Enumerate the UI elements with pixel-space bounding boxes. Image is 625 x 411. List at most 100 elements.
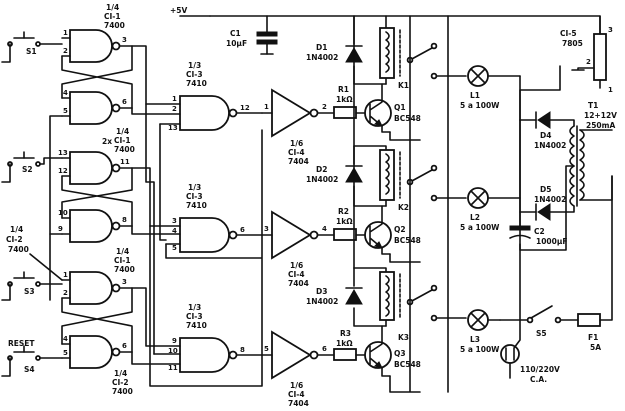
n2-frac: 1/3 bbox=[188, 183, 201, 192]
switch-s4: RESET S4 bbox=[1, 339, 63, 377]
supply-label: +5V bbox=[170, 6, 188, 15]
s4-label: S4 bbox=[24, 365, 35, 374]
k1-label: K1 bbox=[398, 81, 409, 90]
g3-pin-12: 12 bbox=[58, 167, 68, 175]
b2-pin-4: 4 bbox=[322, 225, 327, 233]
d4-value: 1N4002 bbox=[534, 141, 566, 150]
b1-part: 7404 bbox=[288, 157, 309, 166]
k2-label: K2 bbox=[398, 203, 409, 212]
q3-label: Q3 bbox=[394, 349, 406, 358]
ci5-part: 7805 bbox=[562, 39, 583, 48]
f1-value: 5A bbox=[590, 343, 601, 352]
driver-stage-2: R2 1kΩ Q2 BC548 D2 1N4002 K2 bbox=[306, 145, 467, 255]
g4-pin-8: 8 bbox=[122, 216, 127, 224]
n1-frac: 1/3 bbox=[188, 61, 201, 70]
d4-label: D4 bbox=[540, 131, 551, 140]
s3-label: S3 bbox=[24, 287, 35, 296]
lamp-l3: L3 5 a 100W bbox=[460, 309, 501, 354]
q1-value: BC548 bbox=[394, 114, 421, 123]
n2-part: 7410 bbox=[186, 201, 207, 210]
g5top-frac: 1/4 bbox=[116, 247, 129, 256]
q2-label: Q2 bbox=[394, 225, 406, 234]
n3-pin-9: 9 bbox=[172, 337, 177, 345]
b1-pin-2: 2 bbox=[322, 103, 327, 111]
l3-value: 5 a 100W bbox=[460, 345, 500, 354]
capacitor-c2: C2 1000μF bbox=[509, 119, 568, 246]
b1-pin-1: 1 bbox=[264, 103, 269, 111]
nand3-gate-1: 1 2 13 12 1/3 CI-3 7410 bbox=[131, 45, 263, 132]
d1-label: D1 bbox=[316, 43, 327, 52]
g3-ic: CI-1 bbox=[114, 136, 131, 145]
n3-ic: CI-3 bbox=[186, 312, 203, 321]
g3-part: 7400 bbox=[114, 145, 135, 154]
nand-gate-2: 4 5 6 bbox=[61, 89, 133, 125]
g5-part: 7400 bbox=[8, 245, 29, 254]
fuse-f1: F1 5A bbox=[560, 175, 613, 352]
transformer-center-tap bbox=[519, 165, 575, 251]
g4-pin-10: 10 bbox=[58, 209, 68, 217]
d2-value: 1N4002 bbox=[306, 175, 338, 184]
g1-part: 7400 bbox=[104, 21, 125, 30]
n2-pin-4: 4 bbox=[172, 227, 177, 235]
r1-value: 1kΩ bbox=[336, 95, 353, 104]
g5-pin-3: 3 bbox=[122, 278, 127, 286]
diode-d5: D5 1N4002 bbox=[519, 185, 575, 221]
nand-gate-6: 4 5 6 1/4 CI-2 7400 bbox=[61, 335, 133, 396]
b3-ic: CI-4 bbox=[288, 390, 305, 399]
g5-label-leader bbox=[29, 253, 63, 281]
n3-pin-8: 8 bbox=[240, 346, 245, 354]
c2-label: C2 bbox=[534, 227, 545, 236]
b2-ic: CI-4 bbox=[288, 270, 305, 279]
regulator-ci5: CI-5 7805 3 2 1 bbox=[560, 15, 613, 94]
lamp-l2: L2 5 a 100W bbox=[460, 187, 521, 232]
g1-pin-2: 2 bbox=[63, 47, 68, 55]
n1-ic: CI-3 bbox=[186, 70, 203, 79]
g5-pin-1: 1 bbox=[63, 271, 68, 279]
nand3-gate-3: 9 10 11 8 1/3 CI-3 7410 bbox=[131, 287, 263, 373]
d3-value: 1N4002 bbox=[306, 297, 338, 306]
g4-pin-9: 9 bbox=[58, 225, 63, 233]
g1-ic: CI-1 bbox=[104, 12, 121, 21]
switch-s1: S1 bbox=[1, 31, 63, 63]
n1-pin-1: 1 bbox=[172, 95, 177, 103]
g5-ic: CI-2 bbox=[6, 235, 23, 244]
l2-value: 5 a 100W bbox=[460, 223, 500, 232]
r1-label: R1 bbox=[338, 85, 349, 94]
g3-mult: 2x bbox=[102, 137, 112, 146]
lamp-l1: L1 5 a 100W bbox=[460, 65, 521, 110]
buffer-2: 3 4 1/6 CI-4 7404 bbox=[261, 210, 335, 288]
g6-ic: CI-2 bbox=[112, 378, 129, 387]
l3-label: L3 bbox=[470, 335, 480, 344]
latch-2-crosscouple bbox=[61, 167, 133, 227]
driver-stage-1: R1 1kΩ Q1 BC548 D1 1N4002 K1 bbox=[306, 15, 467, 133]
q2-value: BC548 bbox=[394, 236, 421, 245]
g3-frac: 1/4 bbox=[116, 127, 129, 136]
nand-gate-3: 13 12 11 2x 1/4 CI-1 7400 bbox=[58, 127, 135, 185]
s2-label: S2 bbox=[22, 165, 33, 174]
c1-value: 10μF bbox=[226, 39, 247, 48]
b2-part: 7404 bbox=[288, 279, 309, 288]
d5-label: D5 bbox=[540, 185, 551, 194]
n1-part: 7410 bbox=[186, 79, 207, 88]
buffer-3: 5 6 1/6 CI-4 7404 bbox=[261, 330, 335, 408]
r2-value: 1kΩ bbox=[336, 217, 353, 226]
d3-label: D3 bbox=[316, 287, 327, 296]
g3-pin-11: 11 bbox=[120, 158, 130, 166]
n2-ic: CI-3 bbox=[186, 192, 203, 201]
reset-label: RESET bbox=[8, 339, 35, 348]
n1-pin-12: 12 bbox=[240, 104, 250, 112]
q3-value: BC548 bbox=[394, 360, 421, 369]
g6-pin-6: 6 bbox=[122, 342, 127, 350]
b2-pin-3: 3 bbox=[264, 225, 269, 233]
nand-gate-1: 1 2 3 1/4 CI-1 7400 bbox=[61, 3, 133, 63]
mains-plug: 110/220V C.A. bbox=[500, 319, 560, 384]
interlock-wiring bbox=[145, 103, 263, 387]
n3-part: 7410 bbox=[186, 321, 207, 330]
r3-label: R3 bbox=[340, 329, 351, 338]
g1-pin-3: 3 bbox=[122, 36, 127, 44]
f1-label: F1 bbox=[588, 333, 598, 342]
d5-value: 1N4002 bbox=[534, 195, 566, 204]
n2-pin-5: 5 bbox=[172, 244, 177, 252]
c1-label: C1 bbox=[230, 29, 241, 38]
ci5-name: CI-5 bbox=[560, 29, 577, 38]
